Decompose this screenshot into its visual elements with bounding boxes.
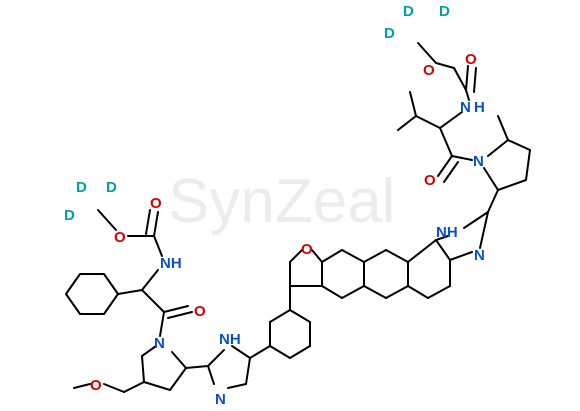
- oxygen-atom-ring: O: [301, 241, 313, 258]
- watermark: SynZeal: [168, 167, 395, 236]
- nitrogen-atom-top-amine: N: [460, 99, 471, 116]
- hydrogen-atom-top-amine: H: [474, 99, 485, 116]
- oxygen-atom-top-amide: O: [424, 172, 436, 189]
- oxygen-atom-left-ether: O: [114, 229, 126, 246]
- nitrogen-atom-imidazole-left: N: [215, 391, 226, 408]
- nitrogen-atom-left-pyrrolidine: N: [154, 335, 165, 352]
- deuterium-atom-top-3: D: [384, 25, 395, 42]
- oxygen-atom-left-amide: O: [194, 303, 206, 320]
- nitrogen-atom-top-pyrrolidine: N: [473, 153, 484, 170]
- nitrogen-atom-imidazole-left-nh: NH: [219, 331, 241, 348]
- bond-lines: [65, 42, 531, 393]
- oxygen-atom-top-ether: O: [423, 62, 435, 79]
- deuterium-atom-left-3: D: [64, 207, 75, 224]
- oxygen-atom-top-carbonyl: O: [465, 51, 477, 68]
- deuterium-atom-top-2: D: [439, 3, 450, 20]
- deuterium-atom-top-1: D: [403, 3, 414, 20]
- nitrogen-atom-imidazole-right: N: [474, 247, 485, 264]
- oxygen-atom-left-carbonyl: O: [150, 195, 162, 212]
- atom-labels: D D D O O N H O N NH N O D D D O O NH O …: [64, 3, 485, 408]
- deuterium-atom-left-1: D: [76, 179, 87, 196]
- nitrogen-atom-imidazole-right-nh: NH: [436, 224, 458, 241]
- nitrogen-atom-left-amine: NH: [160, 255, 182, 272]
- deuterium-atom-left-2: D: [106, 179, 117, 196]
- oxygen-atom-methoxy: O: [90, 377, 102, 394]
